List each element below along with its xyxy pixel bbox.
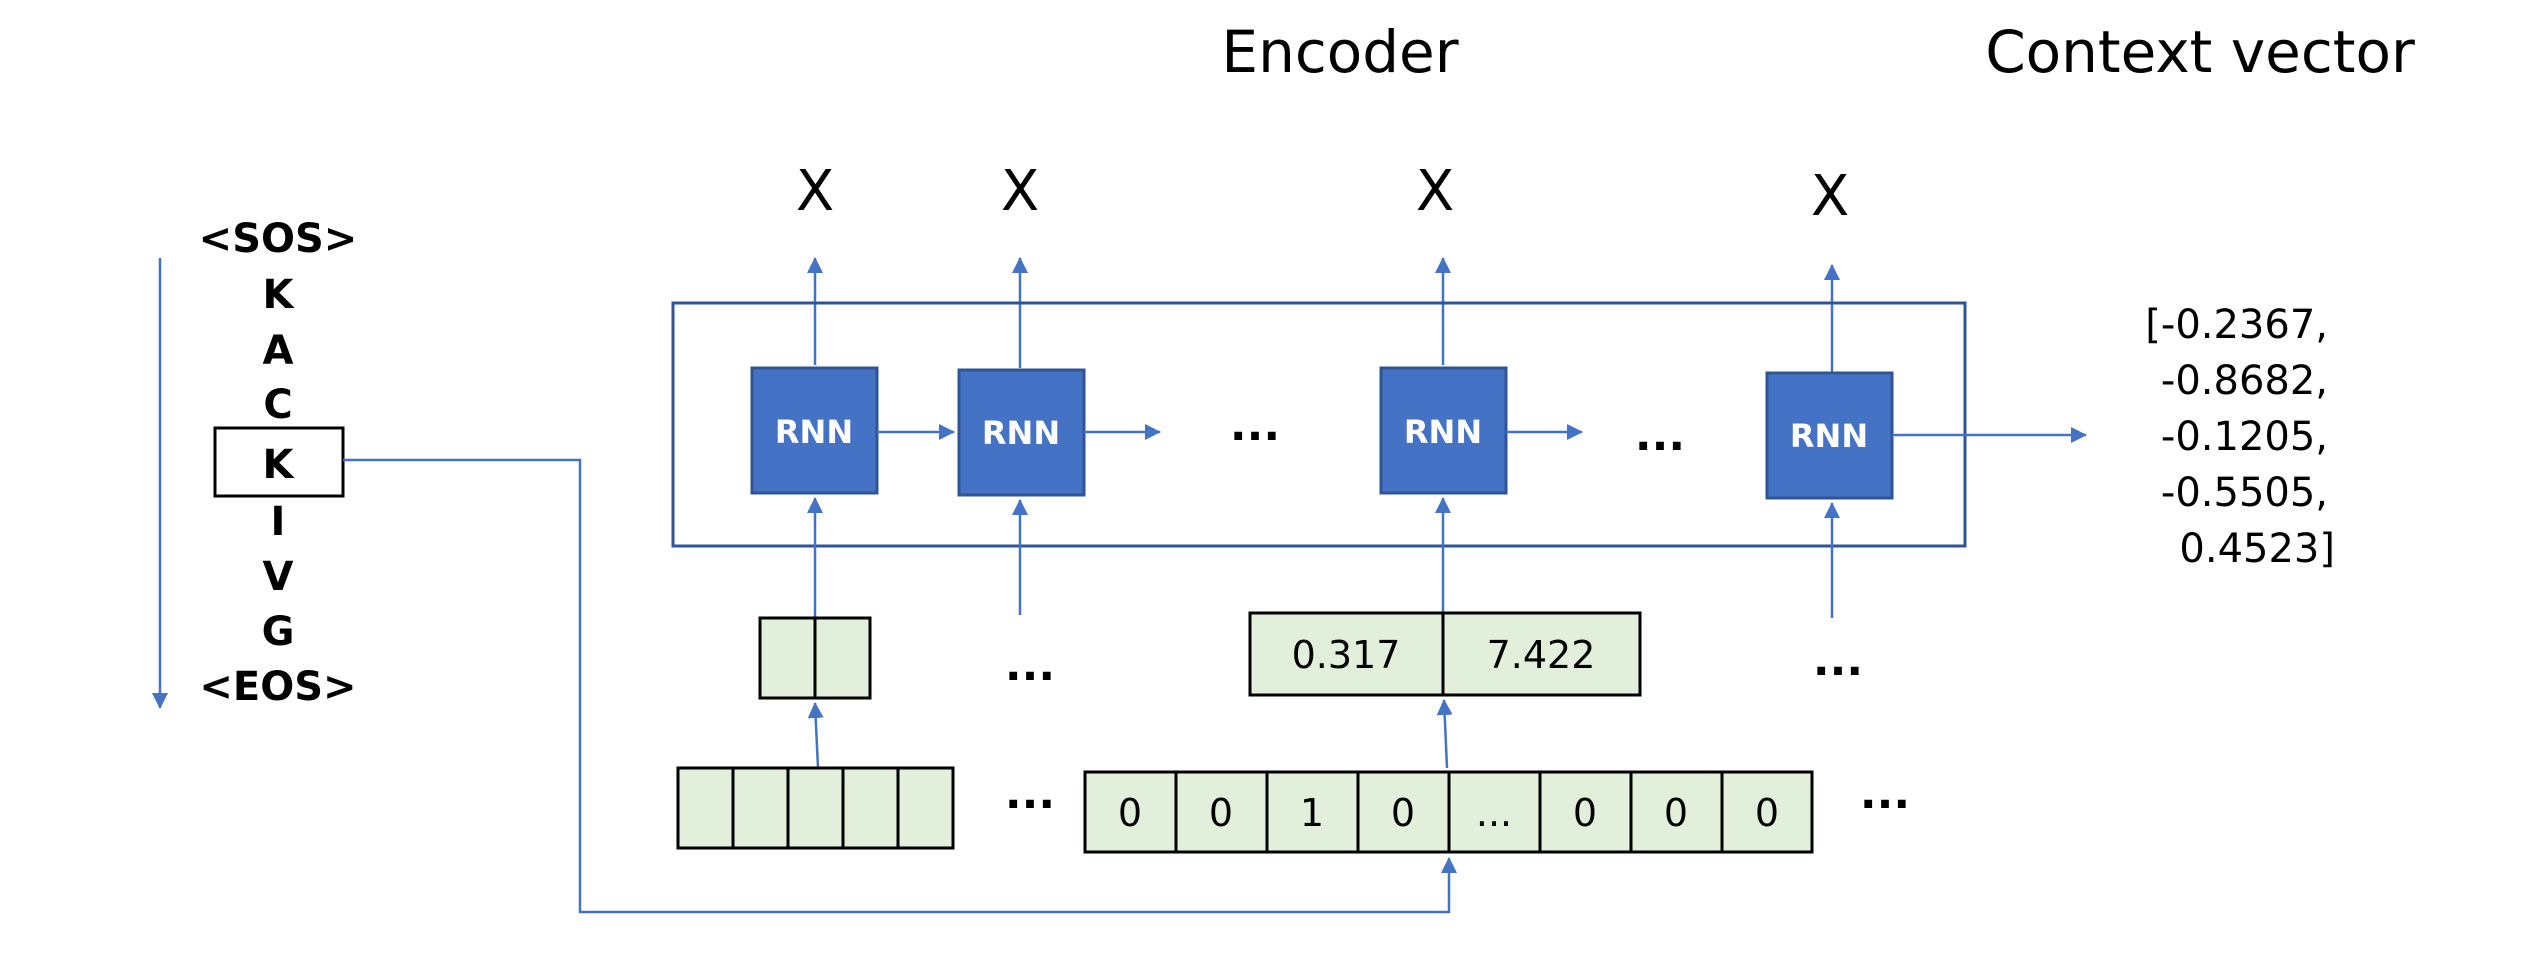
embed-arrow-2 — [1436, 699, 1453, 769]
token-i: I — [271, 499, 286, 545]
ellipsis-onehot-2: ... — [1860, 768, 1910, 819]
ellipsis-embed-2: ... — [1813, 635, 1863, 686]
embedding-value-1: 0.317 — [1292, 633, 1401, 677]
ellipsis-embed-1: ... — [1005, 640, 1055, 691]
token-to-onehot-connector — [343, 458, 1457, 914]
one-hot-vector: 0 0 1 0 ... 0 0 0 — [1083, 770, 1814, 854]
token-a: A — [263, 328, 294, 374]
one-hot-cell-1: 0 — [1118, 791, 1142, 835]
token-sos: <SOS> — [199, 216, 358, 262]
rnn-label: RNN — [982, 414, 1060, 452]
one-hot-cell-8: 0 — [1755, 791, 1779, 835]
output-x-2: X — [1001, 159, 1039, 224]
embed-arrow-1 — [807, 702, 824, 769]
context-value-2: -0.8682, — [2161, 358, 2328, 404]
encoder-box — [671, 301, 1967, 548]
token-v: V — [263, 554, 294, 600]
token-eos: <EOS> — [199, 664, 356, 710]
one-hot-cell-2: 0 — [1209, 791, 1233, 835]
token-highlight-box — [213, 426, 345, 498]
one-hot-cell-7: 0 — [1664, 791, 1688, 835]
token-sequence: <SOS> K A C K I V G <EOS> — [199, 216, 358, 710]
context-vector-title: Context vector — [1985, 18, 2415, 86]
token-g: G — [262, 609, 295, 655]
one-hot-small — [676, 766, 955, 850]
ellipsis-encoder-2: ... — [1635, 410, 1685, 461]
one-hot-cell-3: 1 — [1300, 791, 1324, 835]
token-c: C — [263, 382, 292, 428]
output-x-3: X — [1416, 159, 1454, 224]
rnn-label: RNN — [1404, 413, 1482, 451]
context-value-1: [-0.2367, — [2145, 302, 2328, 348]
one-hot-cell-4: 0 — [1391, 791, 1415, 835]
ellipsis-encoder-1: ... — [1230, 400, 1280, 451]
rnn-cell-4: RNN — [1765, 371, 1894, 500]
output-x-1: X — [796, 159, 834, 224]
rnn-cell-3: RNN — [1379, 366, 1508, 495]
context-value-5: 0.4523] — [2179, 526, 2335, 572]
ellipsis-onehot-1: ... — [1005, 768, 1055, 819]
token-k-highlighted: K — [263, 442, 296, 488]
context-vector-values: [-0.2367, -0.8682, -0.1205, -0.5505, 0.4… — [2145, 302, 2335, 572]
rnn-cell-1: RNN — [750, 366, 879, 495]
one-hot-cell-6: 0 — [1573, 791, 1597, 835]
output-x-4: X — [1811, 164, 1849, 229]
one-hot-cell-5: ... — [1476, 791, 1512, 835]
embedding-value-2: 7.422 — [1487, 633, 1596, 677]
context-value-4: -0.5505, — [2161, 470, 2328, 516]
rnn-cell-2: RNN — [957, 368, 1086, 497]
encoder-title: Encoder — [1221, 18, 1458, 86]
rnn-label: RNN — [1790, 417, 1868, 455]
rnn-label: RNN — [775, 413, 853, 451]
context-value-3: -0.1205, — [2161, 414, 2328, 460]
embedding-vector: 0.317 7.422 — [1248, 611, 1642, 697]
token-k: K — [263, 272, 296, 318]
embedding-small — [758, 616, 872, 700]
